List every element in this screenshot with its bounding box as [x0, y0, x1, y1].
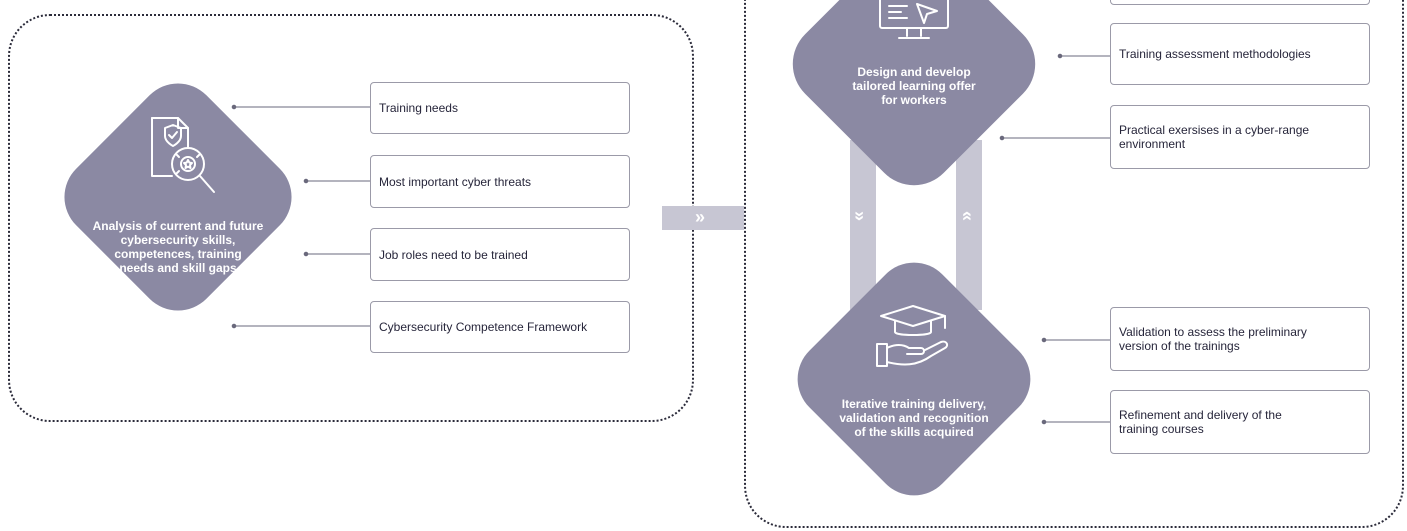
right-top-item-assessment: Training assessment methodologies — [1110, 23, 1370, 85]
right-top-item-partial — [1110, 0, 1370, 5]
down-connector-bar — [850, 140, 876, 310]
right-bottom-item-validation: Validation to assess the preliminary ver… — [1110, 307, 1370, 371]
right-top-item-cyber-range: Practical exersises in a cyber-range env… — [1110, 105, 1370, 169]
right-phase-panel — [744, 0, 1404, 528]
left-item-cyber-threats: Most important cyber threats — [370, 155, 630, 208]
top-right-diamond — [792, 0, 1036, 186]
bottom-right-diamond-title: Iterative training delivery, validation … — [839, 397, 989, 439]
bottom-right-diamond — [797, 262, 1031, 496]
left-diamond-title: Analysis of current and future cybersecu… — [92, 219, 264, 275]
up-connector-bar — [956, 140, 982, 310]
document-shield-search-icon — [151, 117, 215, 193]
down-arrow-icon: » — [850, 210, 871, 222]
top-right-diamond-title: Design and develop tailored learning off… — [852, 65, 976, 107]
left-diamond — [64, 83, 292, 311]
graduation-cap-hand-icon — [876, 305, 949, 367]
up-arrow-icon: » — [956, 210, 977, 222]
left-item-training-needs: Training needs — [370, 82, 630, 134]
left-item-competence-framework: Cybersecurity Competence Framework — [370, 301, 630, 353]
left-item-job-roles: Job roles need to be trained — [370, 228, 630, 281]
monitor-cursor-icon — [879, 0, 949, 39]
forward-arrow-icon: » — [695, 207, 706, 227]
right-bottom-item-refinement: Refinement and delivery of the training … — [1110, 390, 1370, 454]
forward-connector-band — [662, 206, 744, 230]
